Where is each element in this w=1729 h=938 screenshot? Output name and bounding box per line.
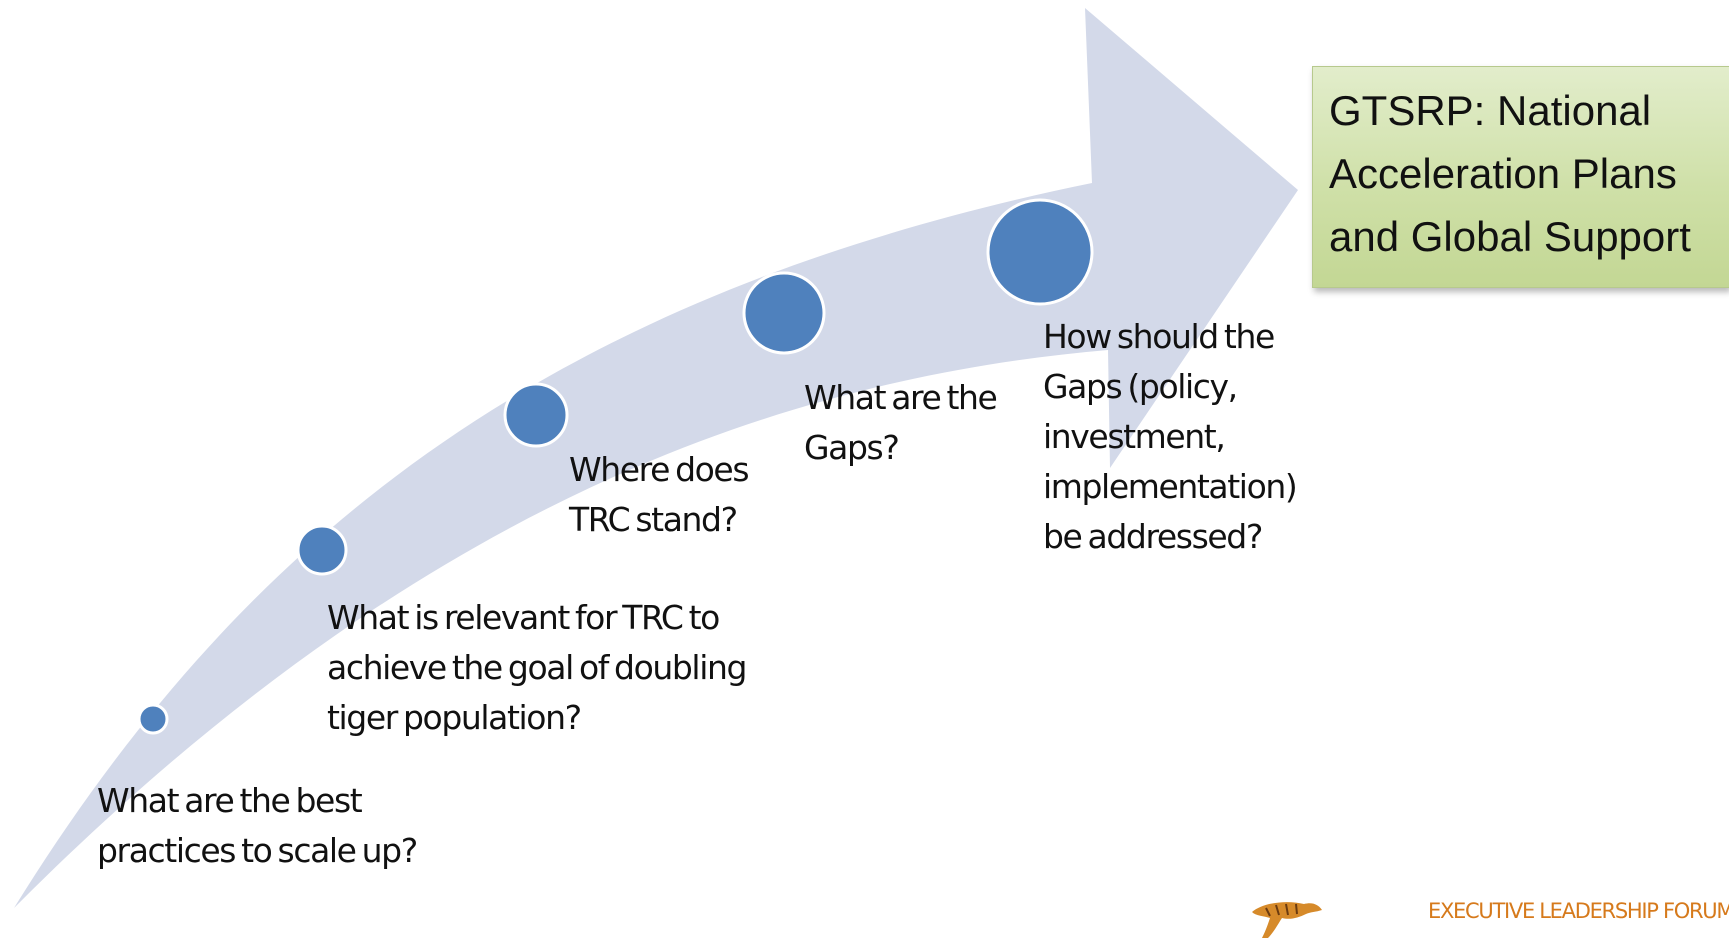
step-1-text: What are the best practices to scale up? (97, 776, 418, 876)
step-2-line-1: What is relevant for TRC to (327, 598, 720, 637)
goal-line-1: GTSRP: National (1329, 87, 1652, 134)
step-2-line-2: achieve the goal of doubling (327, 648, 747, 687)
milestone-circle-5 (986, 198, 1094, 306)
step-2-text: What is relevant for TRC to achieve the … (327, 593, 747, 743)
step-4-line-1: What are the (804, 378, 998, 417)
goal-line-2: Acceleration Plans (1329, 150, 1677, 197)
step-5-text: How should the Gaps (policy, investment,… (1043, 312, 1298, 562)
step-1-line-1: What are the best (97, 781, 363, 820)
goal-line-3: and Global Support (1329, 213, 1691, 260)
goal-box: GTSRP: National Acceleration Plans and G… (1312, 66, 1729, 288)
step-5-line-3: investment, (1043, 417, 1226, 456)
goal-text: GTSRP: National Acceleration Plans and G… (1329, 79, 1691, 268)
step-5-line-5: be addressed? (1043, 517, 1263, 556)
step-4-text: What are the Gaps? (804, 373, 998, 473)
milestone-circle-1 (137, 703, 169, 735)
step-3-line-2: TRC stand? (569, 500, 738, 539)
step-5-line-2: Gaps (policy, (1043, 367, 1238, 406)
step-3-text: Where does TRC stand? (569, 445, 750, 545)
step-5-line-1: How should the (1043, 317, 1275, 356)
milestone-circle-4 (742, 271, 826, 355)
milestone-circle-3 (503, 382, 569, 448)
step-3-line-1: Where does (569, 450, 750, 489)
curved-arrow-shape (14, 8, 1298, 908)
step-2-line-3: tiger population? (327, 698, 582, 737)
step-5-line-4: implementation) (1043, 467, 1298, 506)
milestone-circle-2 (296, 524, 348, 576)
tiger-logo-icon (1252, 902, 1322, 938)
step-1-line-2: practices to scale up? (97, 831, 418, 870)
footer-title: EXECUTIVE LEADERSHIP FORUM (1428, 899, 1729, 923)
step-4-line-2: Gaps? (804, 428, 900, 467)
